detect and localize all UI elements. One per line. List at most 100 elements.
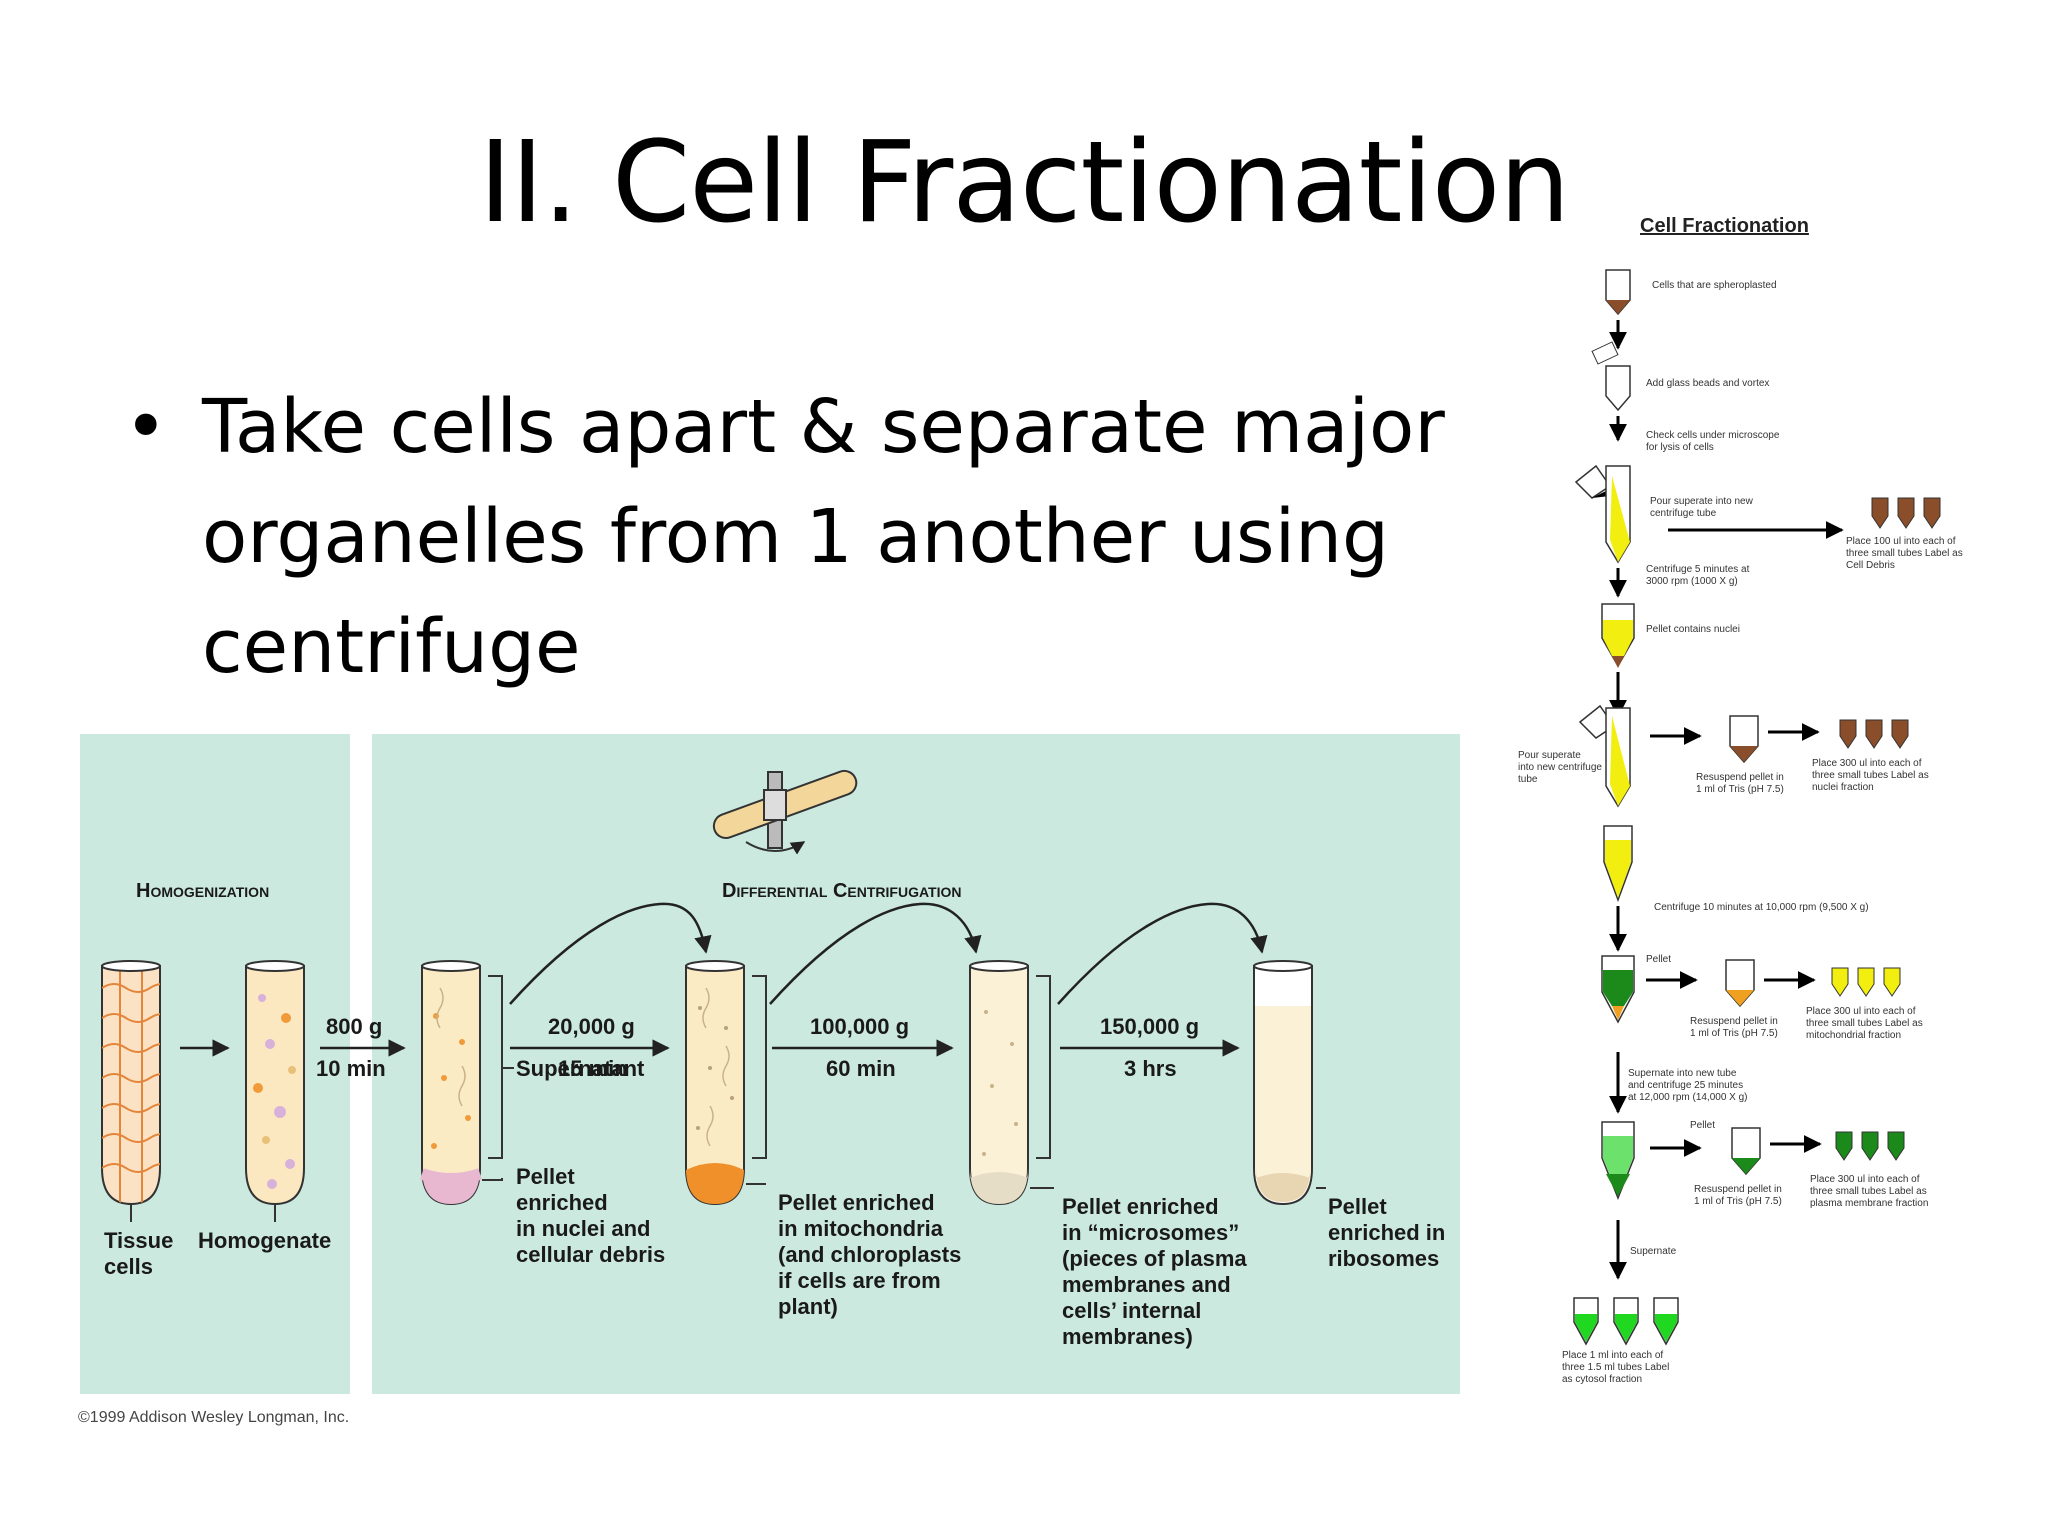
flow-tube-resuspend-1 bbox=[1729, 715, 1759, 764]
pellet2-line3: (and chloroplasts bbox=[778, 1242, 961, 1267]
flow-membrane-tubes bbox=[1835, 1131, 1905, 1161]
pellet4-line3: ribosomes bbox=[1328, 1246, 1439, 1271]
tube-150000g bbox=[1253, 960, 1313, 1206]
pellet1-line4: cellular debris bbox=[516, 1242, 665, 1267]
flow-step-1: Cells that are spheroplasted bbox=[1652, 280, 1777, 291]
pellet3-line5: cells’ internal bbox=[1062, 1298, 1201, 1323]
flow-step-2: Add glass beads and vortex bbox=[1646, 378, 1769, 389]
tube-800g bbox=[420, 960, 482, 1206]
flow-tube-spheroplast bbox=[1605, 269, 1631, 316]
flow-step-10b: three small tubes Label as bbox=[1812, 770, 1929, 781]
flow-step-18a: Place 300 ul into each of bbox=[1810, 1174, 1920, 1185]
flow-tube-vortex bbox=[1605, 365, 1631, 412]
flow-tube-nuclei bbox=[1601, 603, 1635, 668]
pellet2-line5: plant) bbox=[778, 1294, 838, 1319]
flow-step-6b: 3000 rpm (1000 X g) bbox=[1646, 576, 1738, 587]
step1-time: 10 min bbox=[316, 1056, 386, 1081]
flow-step-14b: three small tubes Label as bbox=[1806, 1018, 1923, 1029]
flow-step-7: Pellet contains nuclei bbox=[1646, 624, 1740, 635]
flow-step-9a: Resuspend pellet in bbox=[1696, 772, 1784, 783]
flowchart-title: Cell Fractionation bbox=[1640, 215, 1809, 237]
flow-step-5a: Place 100 ul into each of bbox=[1846, 536, 1956, 547]
flow-tube-membrane-pellet bbox=[1601, 1121, 1635, 1201]
flow-step-20a: Place 1 ml into each of bbox=[1562, 1350, 1663, 1361]
flow-step-5b: three small tubes Label as bbox=[1846, 548, 1963, 559]
flow-step-4b: centrifuge tube bbox=[1650, 508, 1717, 519]
flow-tube-pour-2 bbox=[1605, 707, 1631, 808]
step3-time: 60 min bbox=[826, 1056, 896, 1081]
flow-step-6a: Centrifuge 5 minutes at bbox=[1646, 564, 1750, 575]
homogenate-tube bbox=[245, 960, 305, 1206]
flow-step-15a: Supernate into new tube bbox=[1628, 1068, 1737, 1079]
centrifugation-header: Differential Centrifugation bbox=[722, 880, 962, 902]
tube-100000g bbox=[969, 960, 1029, 1206]
flow-tube-pour-1 bbox=[1605, 465, 1631, 564]
bullet-dot-icon: • bbox=[124, 384, 168, 470]
fractionation-flowchart: Cell Fractionation Cells that are sphero… bbox=[1518, 215, 1963, 1385]
pellet3-line4: membranes and bbox=[1062, 1272, 1231, 1297]
pellet3-line6: membranes) bbox=[1062, 1324, 1193, 1349]
bullet-item: • Take cells apart & separate major orga… bbox=[120, 372, 1460, 702]
step2-time: 15 min bbox=[558, 1056, 628, 1081]
flow-step-8b: into new centrifuge bbox=[1518, 762, 1602, 773]
flow-step-16: Pellet bbox=[1690, 1120, 1715, 1131]
flow-cytosol-tubes bbox=[1573, 1297, 1679, 1346]
flow-tube-resuspend-2 bbox=[1725, 959, 1755, 1008]
flow-step-19: Supernate bbox=[1630, 1246, 1677, 1257]
flow-step-8a: Pour superate bbox=[1518, 750, 1581, 761]
flow-step-18c: plasma membrane fraction bbox=[1810, 1198, 1928, 1209]
flow-step-14c: mitochondrial fraction bbox=[1806, 1030, 1901, 1041]
flow-debris-tubes bbox=[1871, 497, 1941, 529]
pellet2-line2: in mitochondria bbox=[778, 1216, 944, 1241]
homogenate-label: Homogenate bbox=[198, 1228, 331, 1253]
flow-step-18b: three small tubes Label as bbox=[1810, 1186, 1927, 1197]
step4-time: 3 hrs bbox=[1124, 1056, 1177, 1081]
pellet4-line2: enriched in bbox=[1328, 1220, 1445, 1245]
pellet4-line1: Pellet bbox=[1328, 1194, 1387, 1219]
flow-mito-tubes bbox=[1831, 967, 1901, 997]
pellet1-line2: enriched bbox=[516, 1190, 608, 1215]
flow-tube-mito-pellet bbox=[1601, 955, 1635, 1024]
flow-tube-centrifuge-2 bbox=[1603, 825, 1633, 903]
flow-nuclei-tubes bbox=[1839, 719, 1909, 749]
flow-step-13a: Resuspend pellet in bbox=[1690, 1016, 1778, 1027]
centrifuge-rotor-icon bbox=[712, 769, 858, 855]
fractionation-figure: Homogenization Differential Centrifugati… bbox=[78, 734, 1460, 1426]
pellet3-line2: in “microsomes” bbox=[1062, 1220, 1239, 1245]
tissue-label-line1: Tissue bbox=[104, 1228, 173, 1253]
flow-step-12: Pellet bbox=[1646, 954, 1671, 965]
step4-force: 150,000 g bbox=[1100, 1014, 1199, 1039]
flow-step-17a: Resuspend pellet in bbox=[1694, 1184, 1782, 1195]
copyright-text: ©1999 Addison Wesley Longman, Inc. bbox=[78, 1409, 349, 1426]
flow-step-4a: Pour superate into new bbox=[1650, 496, 1754, 507]
flow-step-10a: Place 300 ul into each of bbox=[1812, 758, 1922, 769]
flow-tube-resuspend-3 bbox=[1731, 1127, 1761, 1176]
flow-step-20b: three 1.5 ml tubes Label bbox=[1562, 1362, 1669, 1373]
flow-step-5c: Cell Debris bbox=[1846, 560, 1895, 571]
pellet3-line1: Pellet enriched bbox=[1062, 1194, 1219, 1219]
step1-force: 800 g bbox=[326, 1014, 382, 1039]
bullet-text: Take cells apart & separate major organe… bbox=[202, 384, 1445, 690]
step2-force: 20,000 g bbox=[548, 1014, 635, 1039]
flow-step-10c: nuclei fraction bbox=[1812, 782, 1874, 793]
flow-step-11: Centrifuge 10 minutes at 10,000 rpm (9,5… bbox=[1654, 902, 1869, 913]
flow-step-14a: Place 300 ul into each of bbox=[1806, 1006, 1916, 1017]
tissue-label-line2: cells bbox=[104, 1254, 153, 1279]
flow-step-9b: 1 ml of Tris (pH 7.5) bbox=[1696, 784, 1784, 795]
pellet2-line1: Pellet enriched bbox=[778, 1190, 935, 1215]
pellet2-line4: if cells are from bbox=[778, 1268, 941, 1293]
pellet1-line1: Pellet bbox=[516, 1164, 575, 1189]
flow-step-15c: at 12,000 rpm (14,000 X g) bbox=[1628, 1092, 1748, 1103]
pellet3-line3: (pieces of plasma bbox=[1062, 1246, 1247, 1271]
slide-title: II. Cell Fractionation bbox=[478, 118, 1570, 248]
flow-step-3a: Check cells under microscope bbox=[1646, 430, 1780, 441]
tissue-cells-tube bbox=[101, 960, 161, 1206]
flow-step-20c: as cytosol fraction bbox=[1562, 1374, 1642, 1385]
bullet-list: • Take cells apart & separate major orga… bbox=[120, 372, 1460, 702]
flow-step-3b: for lysis of cells bbox=[1646, 442, 1714, 453]
tube-20000g bbox=[685, 960, 745, 1206]
pellet1-line3: in nuclei and bbox=[516, 1216, 650, 1241]
supernatant-label: Supernatant bbox=[516, 1056, 645, 1081]
step3-force: 100,000 g bbox=[810, 1014, 909, 1039]
flow-step-13b: 1 ml of Tris (pH 7.5) bbox=[1690, 1028, 1778, 1039]
